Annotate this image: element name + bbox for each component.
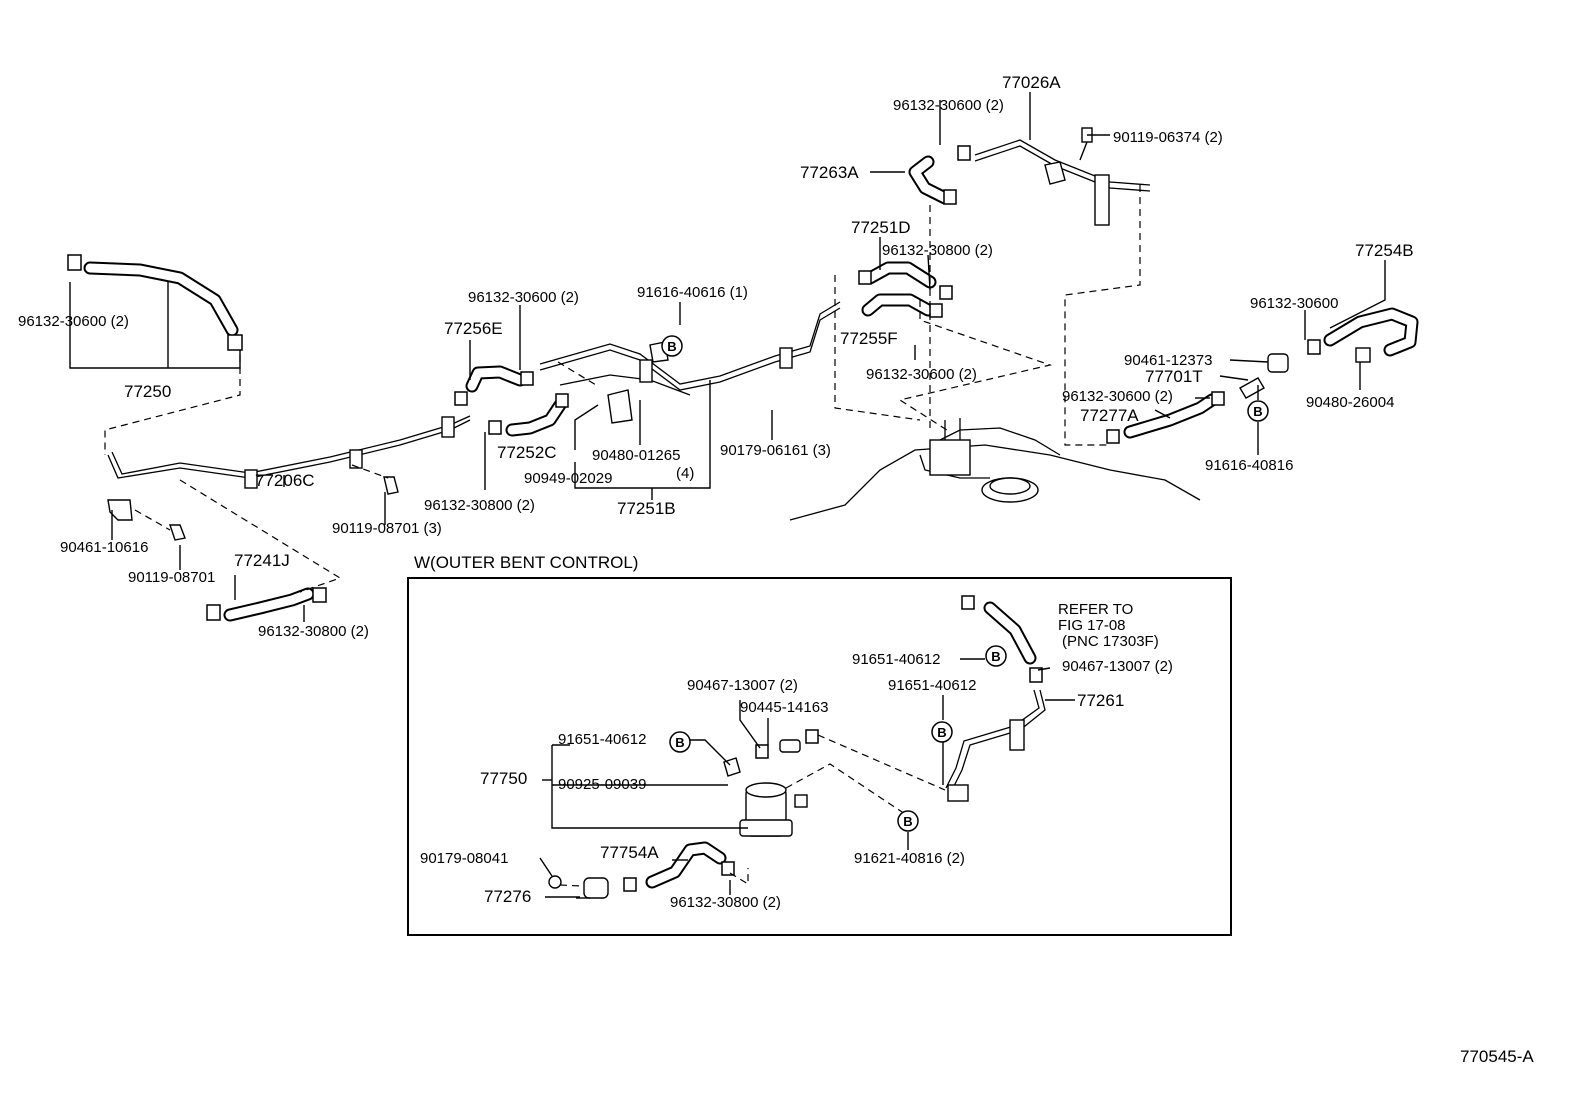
label-96132-30800-mid: 96132-30800 (2) — [882, 242, 993, 259]
hose-77241J — [206, 587, 327, 622]
main-pipe-77251B — [539, 301, 841, 424]
label-77754A: 77754A — [600, 843, 659, 862]
label-96132-30600-tank: 96132-30600 (2) — [866, 366, 977, 383]
label-96132-30600-right-2: 96132-30600 (2) — [1062, 388, 1173, 405]
hose-77277A — [1106, 391, 1225, 444]
label-90480-01265-qty: (4) — [676, 465, 694, 482]
label-96132-30800-bottom: 96132-30800 (2) — [258, 623, 369, 640]
label-77252C: 77252C — [497, 443, 557, 462]
label-90480-01265: 90480-01265 — [592, 447, 680, 464]
b-marker-text: B — [667, 339, 676, 354]
valve-77701T — [1239, 353, 1289, 399]
label-77250: 77250 — [124, 382, 171, 401]
hose-77251D — [858, 261, 953, 300]
inset-dashes — [559, 734, 946, 887]
label-96132-30800-center: 96132-30800 (2) — [424, 497, 535, 514]
label-91651-40612-c: 91651-40612 — [558, 731, 646, 748]
label-77254B: 77254B — [1355, 241, 1414, 260]
refer-note-line2: FIG 17-08 — [1058, 617, 1126, 634]
b-marker-text: B — [937, 725, 946, 740]
leader-lines — [69, 92, 1386, 622]
b-marker-text: B — [903, 814, 912, 829]
label-77256E: 77256E — [444, 319, 503, 338]
label-90179-06161: 90179-06161 (3) — [720, 442, 831, 459]
label-77276: 77276 — [484, 887, 531, 906]
label-90461-10616: 90461-10616 — [60, 539, 148, 556]
hose-77254B — [1307, 307, 1419, 363]
label-77026A: 77026A — [1002, 73, 1061, 92]
bracket-90461-10616 — [107, 476, 399, 541]
label-77251D: 77251D — [851, 218, 911, 237]
label-77750: 77750 — [480, 769, 527, 788]
dashed-leaders — [104, 185, 1141, 593]
label-90445-14163: 90445-14163 — [740, 699, 828, 716]
inset-parts — [548, 595, 1046, 899]
b-marker-text: B — [675, 735, 684, 750]
label-91651-40612-b: 91651-40612 — [888, 677, 976, 694]
hose-77256E — [454, 365, 534, 406]
label-96132-30600-center: 96132-30600 (2) — [468, 289, 579, 306]
label-90461-12373: 90461-12373 — [1124, 352, 1212, 369]
figure-id: 770545-A — [1460, 1047, 1534, 1066]
label-91616-40816: 91616-40816 — [1205, 457, 1293, 474]
label-77255F: 77255F — [840, 329, 898, 348]
hose-77252C — [488, 393, 569, 437]
label-96132-30600-left: 96132-30600 (2) — [18, 313, 129, 330]
main-pipe-77206C — [107, 415, 471, 489]
callout-labels: 77026A 96132-30600 (2) 90119-06374 (2) 7… — [18, 73, 1414, 640]
refer-note-line1: REFER TO — [1058, 601, 1133, 618]
label-90179-08041: 90179-08041 — [420, 850, 508, 867]
label-91651-40612-a: 91651-40612 — [852, 651, 940, 668]
label-77277A: 77277A — [1080, 406, 1139, 425]
label-90119-06374: 90119-06374 (2) — [1113, 129, 1223, 146]
b-marker-text: B — [991, 649, 1000, 664]
label-77263A: 77263A — [800, 163, 859, 182]
label-90119-08701-3: 90119-08701 (3) — [332, 520, 442, 537]
label-90119-08701: 90119-08701 — [128, 569, 215, 586]
label-96132-30600-top: 96132-30600 (2) — [893, 97, 1004, 114]
label-90467-13007-a: 90467-13007 (2) — [687, 677, 798, 694]
b-marker-text: B — [1253, 404, 1262, 419]
inset-frame — [407, 577, 1232, 936]
hose-77263A — [908, 145, 971, 205]
label-91616-40616: 91616-40616 (1) — [637, 284, 748, 301]
label-90925-09039: 90925-09039 — [558, 776, 646, 793]
label-77241J: 77241J — [234, 551, 290, 570]
label-77251B: 77251B — [617, 499, 676, 518]
label-91621-40816: 91621-40816 (2) — [854, 850, 965, 867]
inset-labels: REFER TO FIG 17-08 (PNC 17303F) 91651-40… — [420, 601, 1173, 911]
pipe-77250 — [67, 254, 243, 351]
label-90467-13007-b: 90467-13007 (2) — [1062, 658, 1173, 675]
label-96132-30600-right: 96132-30600 — [1250, 295, 1338, 312]
label-90949-02029: 90949-02029 — [524, 470, 612, 487]
label-77701T: 77701T — [1145, 367, 1203, 386]
hose-77255F — [861, 293, 943, 318]
label-77206C: 77206C — [255, 471, 315, 490]
b-markers-inset: B B B B — [669, 645, 1007, 832]
inset-title: W(OUTER BENT CONTROL) — [414, 553, 638, 572]
label-90480-26004: 90480-26004 — [1306, 394, 1394, 411]
fuel-tank-outline — [789, 418, 1201, 521]
label-96132-30800-inset: 96132-30800 (2) — [670, 894, 781, 911]
label-77261: 77261 — [1077, 691, 1124, 710]
b-markers-main: B B — [661, 335, 1269, 422]
inset-leaders — [539, 658, 1075, 898]
refer-note-line3: (PNC 17303F) — [1062, 633, 1159, 650]
